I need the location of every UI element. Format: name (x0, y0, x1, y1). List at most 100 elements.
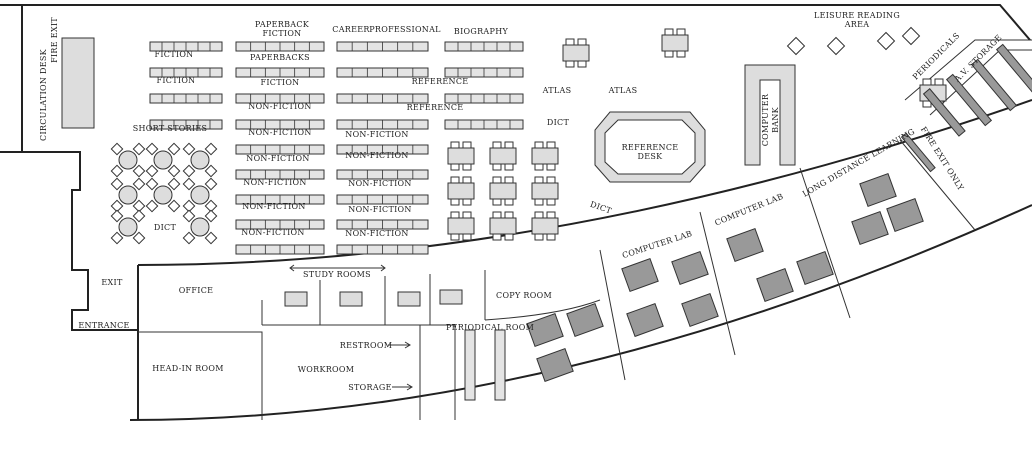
chair (534, 163, 544, 171)
av-storage-label: A.V. STORAGE (952, 33, 1003, 84)
copy-room-label: COPY ROOM (496, 291, 552, 300)
cluster-table (726, 227, 764, 263)
atlas-label: ATLAS (608, 86, 638, 95)
computer-cluster (526, 312, 564, 348)
bookshelf (235, 219, 325, 230)
circulation-desk[interactable] (61, 37, 95, 129)
round-table (182, 209, 218, 245)
cluster-table (671, 250, 709, 286)
chair (664, 28, 674, 36)
bookshelf (235, 194, 325, 205)
computer-cluster (886, 197, 924, 233)
chair (182, 209, 196, 223)
round-table (182, 142, 218, 178)
chair (450, 233, 460, 241)
computer-cluster (726, 227, 764, 263)
chair (145, 177, 159, 191)
cluster-table (621, 257, 659, 293)
chair (132, 209, 146, 223)
non-fiction-label: NON-FICTION (242, 202, 305, 211)
chair (110, 142, 124, 156)
cluster-table (796, 250, 834, 286)
computer-bank-label-1: COMPUTER (761, 93, 770, 146)
chair (204, 231, 218, 245)
chair (922, 100, 932, 108)
periodical-room-label: PERIODICAL ROOM (446, 323, 534, 332)
study-room-table (397, 291, 421, 307)
study-table (489, 141, 517, 171)
bookshelf (149, 119, 223, 130)
chair (934, 78, 944, 86)
chair (182, 164, 196, 178)
chair (492, 211, 502, 219)
reference-desk-label-2: DESK (638, 152, 664, 161)
computer-cluster (796, 250, 834, 286)
dict-label: DICT (547, 118, 570, 127)
chair (450, 198, 460, 206)
chair (462, 198, 472, 206)
bookshelf (235, 244, 325, 255)
table-top (153, 150, 173, 170)
table-top (447, 147, 475, 165)
chair (546, 176, 556, 184)
chair (182, 199, 196, 213)
bookshelf (336, 169, 429, 180)
study-table (661, 28, 689, 58)
double-arrow-icon (289, 264, 386, 272)
dict-label: DICT (589, 200, 613, 216)
periodical-shelf (464, 329, 476, 401)
table-top (531, 217, 559, 235)
chair (204, 209, 218, 223)
chair (462, 141, 472, 149)
chair (504, 163, 514, 171)
lounge-chair (826, 36, 846, 56)
computer-cluster (671, 250, 709, 286)
bookshelf (336, 219, 429, 230)
chair (504, 233, 514, 241)
paperbacks-label: PAPERBACKS (250, 53, 310, 62)
chair (204, 199, 218, 213)
bookshelf (444, 67, 524, 78)
computer-cluster (626, 302, 664, 338)
paperback-fiction-label-1: PAPERBACK (255, 20, 310, 29)
chair (182, 177, 196, 191)
chair (204, 164, 218, 178)
bookshelf (336, 244, 429, 255)
chair (577, 60, 587, 68)
cluster-table (859, 172, 897, 208)
long-distance-learning-label: LONG DISTANCE LEARNING (801, 127, 916, 199)
bookshelf (336, 93, 429, 104)
study-table (531, 176, 559, 206)
dict-label: DICT (154, 223, 177, 232)
chair (546, 211, 556, 219)
table-top (190, 150, 210, 170)
computer-bank[interactable] (744, 64, 796, 166)
study-room-table (339, 291, 363, 307)
study-room-table (284, 291, 308, 307)
reference-label: REFERENCE (412, 77, 469, 86)
bookshelf (444, 93, 524, 104)
leisure-reading-label-2: AREA (844, 20, 870, 29)
bookshelf (336, 119, 429, 130)
chair (546, 163, 556, 171)
circulation-desk-label: CIRCULATION DESK (39, 48, 48, 141)
cluster-table (626, 302, 664, 338)
bookshelf (149, 67, 223, 78)
table-top (118, 185, 138, 205)
computer-cluster (621, 257, 659, 293)
computer-bank-label-2: BANK (771, 106, 780, 133)
chair (204, 142, 218, 156)
chair (534, 198, 544, 206)
chair (577, 38, 587, 46)
arrow-icon (392, 383, 413, 391)
chair (167, 164, 181, 178)
non-fiction-label: NON-FICTION (345, 151, 408, 160)
study-table (447, 141, 475, 171)
career-label: CAREER (332, 25, 370, 34)
study-table (447, 211, 475, 241)
chair (676, 28, 686, 36)
chair (132, 177, 146, 191)
furniture (110, 26, 947, 401)
cluster-table (526, 312, 564, 348)
